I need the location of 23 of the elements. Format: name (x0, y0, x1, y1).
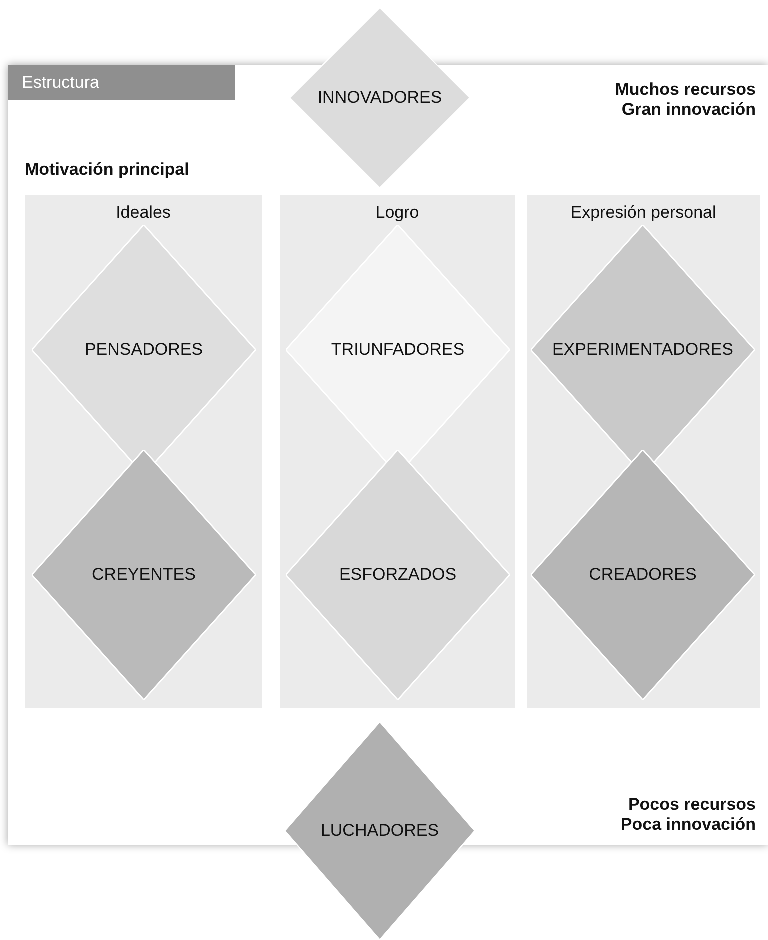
column-heading: Expresión personal (570, 203, 718, 223)
segment-name: EXPERIMENTADORES (552, 340, 734, 360)
segment-diamond (32, 450, 256, 700)
segment-diamond (531, 450, 755, 700)
resource-note: Pocos recursos Poca innovación (620, 795, 756, 835)
column-heading: Logro (374, 203, 420, 223)
segment-name: TRIUNFADORES (331, 340, 465, 360)
column-heading: Ideales (115, 203, 172, 223)
column-panel (527, 195, 760, 708)
segment-diamond (285, 722, 475, 940)
segment-name: INNOVADORES (318, 88, 442, 108)
segment-diamond (290, 8, 470, 188)
resource-note: Muchos recursos Gran innovación (614, 80, 756, 120)
segment-name: CREYENTES (92, 565, 196, 585)
column-panel (25, 195, 262, 708)
segment-name: CREADORES (589, 565, 697, 585)
axis-caption: Motivación principal (25, 160, 190, 180)
column-panel (280, 195, 515, 708)
segment-name: LUCHADORES (320, 821, 440, 841)
segment-name: ESFORZADOS (339, 565, 457, 585)
title-tab: Estructura (8, 65, 235, 100)
segment-name: PENSADORES (84, 340, 204, 360)
segment-diamond (286, 450, 510, 700)
